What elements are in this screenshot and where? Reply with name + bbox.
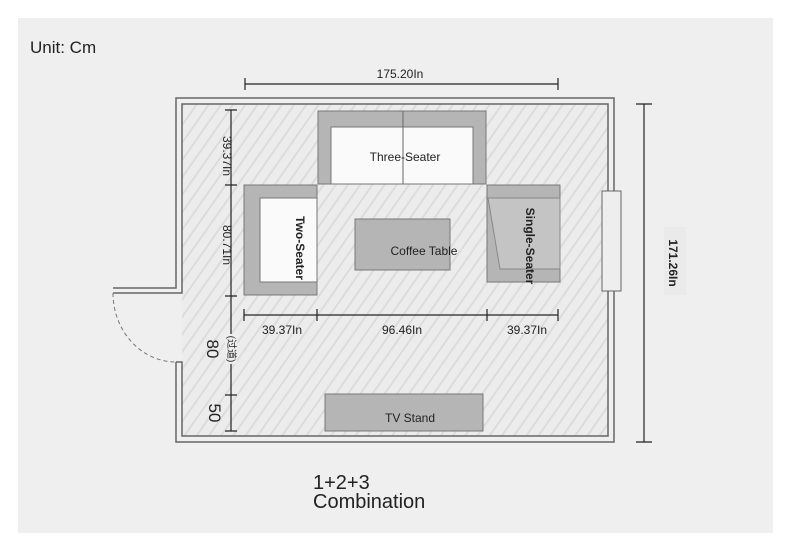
door-swing	[112, 292, 177, 363]
coffee-table-label: Coffee Table	[391, 244, 458, 258]
coffee-table: Coffee Table	[354, 218, 458, 271]
aisle-value: 80	[203, 340, 222, 359]
right-height-dim: 171.26In	[666, 239, 680, 286]
dimension-lines	[225, 78, 652, 443]
combination-title: 1+2+3 Combination	[313, 472, 426, 513]
top-width-dim: 175.20In	[377, 67, 424, 81]
tv-stand: TV Stand	[324, 393, 484, 432]
bottom-left-dim: 39.37In	[262, 323, 302, 337]
unit-label: Unit: Cm	[30, 38, 97, 57]
bottom-right-dim: 39.37In	[507, 323, 547, 337]
combination-line2: Combination	[313, 491, 426, 513]
three-seater-label: Three-Seater	[370, 150, 441, 164]
single-seater: Single-Seater	[486, 184, 561, 285]
single-seater-label: Single-Seater	[523, 208, 537, 285]
tv-stand-label: TV Stand	[385, 411, 435, 425]
bottom-mid-dim: 96.46In	[382, 323, 422, 337]
two-seater: Two-Seater	[243, 184, 318, 296]
three-seater: Three-Seater	[317, 110, 487, 185]
combination-line1: 1+2+3	[313, 472, 370, 494]
tv-gap-value: 50	[205, 404, 224, 423]
left-top-dim: 39.37In	[220, 136, 234, 176]
aisle-label: (过道)	[225, 336, 238, 363]
window	[601, 190, 622, 292]
two-seater-label: Two-Seater	[293, 216, 307, 280]
left-mid-dim: 80.71In	[220, 225, 234, 265]
